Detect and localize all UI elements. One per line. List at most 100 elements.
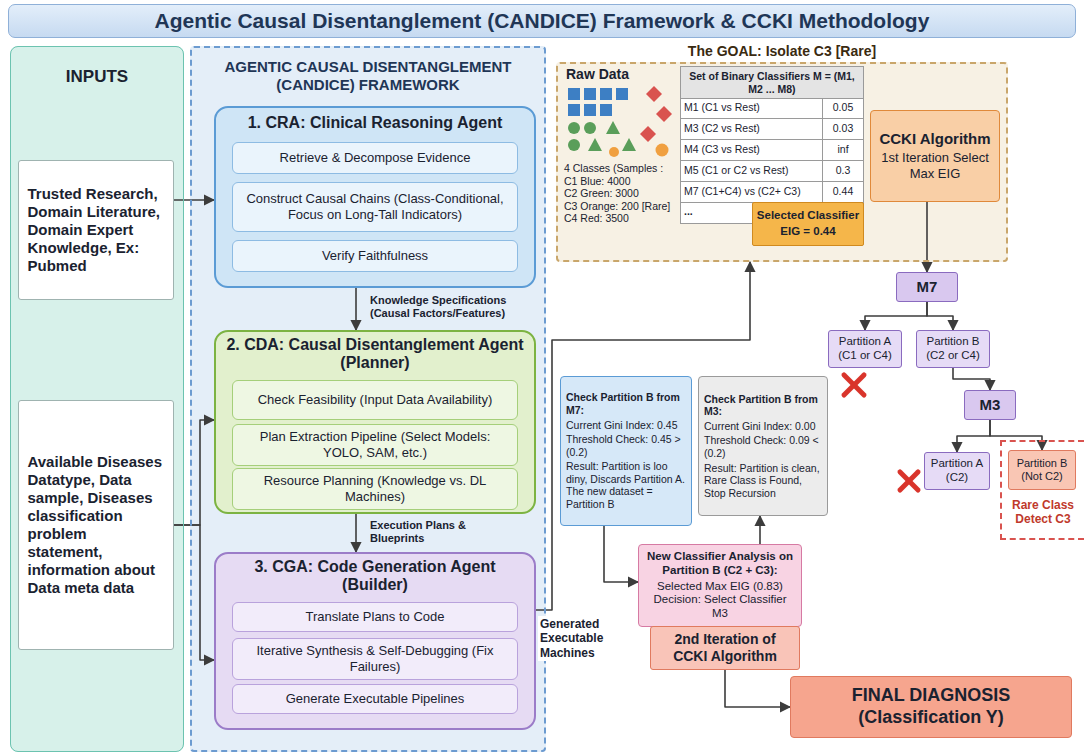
node-text: 1st Iteration Select Max EIG bbox=[877, 150, 993, 181]
iteration-box: 2nd Iteration of CCKI Algorithm bbox=[650, 626, 800, 670]
node-text: Selected Max EIG (0.83) Decision: Select… bbox=[645, 580, 795, 621]
connector-arrow bbox=[174, 420, 215, 525]
node-text: Check Partition B from M7: bbox=[566, 391, 686, 416]
heading: 3. CGA: Code Generation Agent (Builder) bbox=[224, 558, 526, 595]
node-text: Partition B (C2 or C4) bbox=[920, 335, 986, 363]
heading: Rare Class Detect C3 bbox=[1006, 498, 1080, 527]
table-cell: M3 (C2 vs Rest) bbox=[684, 122, 821, 135]
class-count: C1 Blue: 4000 bbox=[564, 175, 676, 188]
node-text: Check Feasibility (Input Data Availabili… bbox=[258, 392, 493, 408]
table-cell: M4 (C3 vs Rest) bbox=[684, 143, 821, 156]
connector-arrow bbox=[174, 199, 215, 201]
panel-fill bbox=[10, 46, 184, 752]
class-count: 4 Classes (Samples : bbox=[564, 162, 676, 175]
class-count: C2 Green: 3000 bbox=[564, 187, 676, 200]
class-count: C3 Orange: 200 [Rare] bbox=[564, 200, 676, 213]
node-text: Result: Partition is loo diny, Discards … bbox=[566, 460, 686, 510]
analysis-box: New Classifier Analysis on Partition B (… bbox=[638, 544, 802, 627]
connector-arrow bbox=[355, 288, 357, 330]
connector-arrow bbox=[174, 525, 215, 660]
connector-label: Generated Executable Machines bbox=[538, 616, 632, 661]
heading: 2. CDA: Causal Disentanglement Agent (Pl… bbox=[224, 336, 526, 373]
table-cell: ... bbox=[684, 205, 744, 218]
panel-fill bbox=[190, 46, 546, 752]
connector-arrow bbox=[725, 670, 790, 707]
classifier-node: M7 bbox=[896, 272, 958, 302]
step-box: Resource Planning (Knowledge vs. DL Mach… bbox=[232, 468, 518, 510]
heading: INPUTS bbox=[17, 67, 177, 87]
connector-label: Knowledge Specifications (Causal Factors… bbox=[368, 293, 536, 321]
class-count: C4 Red: 3500 bbox=[564, 212, 676, 225]
node-text: Verify Faithfulness bbox=[322, 248, 428, 264]
step-box: Translate Plans to Code bbox=[232, 602, 518, 632]
node-text: EIG = 0.44 bbox=[780, 225, 835, 239]
framework-panel: AGENTIC CAUSAL DISENTANGLEMENT (CANDICE)… bbox=[190, 46, 546, 752]
partition-box: Partition A (C2) bbox=[924, 452, 990, 490]
table-cell: M7 (C1+C4) vs (C2+ C3) bbox=[684, 185, 821, 198]
node-text: M7 bbox=[917, 278, 938, 296]
algorithm-box: CCKI Algorithm1st Iteration Select Max E… bbox=[870, 110, 1000, 202]
node-text: FINAL DIAGNOSIS (Classification Y) bbox=[799, 685, 1063, 728]
title-bar: Agentic Causal Disentanglement (CANDICE)… bbox=[8, 4, 1076, 38]
node-text: M3 bbox=[980, 396, 1001, 414]
class-list: 4 Classes (Samples :C1 Blue: 4000C2 Gree… bbox=[564, 162, 676, 225]
node-text: Trusted Research, Domain Literature, Dom… bbox=[28, 185, 164, 275]
node-text: Threshold Check: 0.45 > (0.2) bbox=[566, 433, 686, 458]
node-text: Threshold Check: 0.09 < (0.2) bbox=[704, 434, 822, 459]
step-box: Iterative Synthesis & Self-Debugging (Fi… bbox=[232, 638, 518, 680]
node-text: Retrieve & Decompose Evidence bbox=[280, 150, 471, 166]
classifier-node: M3 bbox=[964, 390, 1016, 420]
node-text: Available Diseases Datatype, Data sample… bbox=[28, 453, 164, 597]
input-box: Trusted Research, Domain Literature, Dom… bbox=[18, 160, 174, 300]
raw-data-samples bbox=[568, 86, 672, 157]
connector-arrow bbox=[355, 514, 357, 552]
table-cell: M1 (C1 vs Rest) bbox=[684, 101, 821, 114]
node-text: Check Partition B from M3: bbox=[704, 393, 822, 418]
table-cell: M5 (C1 or C2 vs Rest) bbox=[684, 164, 821, 177]
connector-arrow bbox=[927, 302, 953, 330]
step-box: Construct Causal Chains (Class-Condition… bbox=[232, 182, 518, 232]
node-text: Partition B (Not C2) bbox=[1012, 457, 1072, 483]
node-text: Current Gini Index: 0.45 bbox=[566, 419, 686, 432]
node-text: Construct Causal Chains (Class-Condition… bbox=[239, 191, 511, 222]
node-text: Generate Executable Pipelines bbox=[286, 691, 465, 707]
check-box: Check Partition B from M7: Current Gini I… bbox=[560, 376, 692, 526]
heading: The GOAL: Isolate C3 [Rare] bbox=[558, 43, 1006, 60]
connector-arrow bbox=[759, 516, 761, 544]
heading: Set of Binary Classifiers M = (M1, M2 ..… bbox=[681, 67, 863, 99]
agent-box: 3. CGA: Code Generation Agent (Builder) T… bbox=[214, 552, 536, 730]
node-text: Resource Planning (Knowledge vs. DL Mach… bbox=[239, 473, 511, 504]
node-text: Plan Extraction Pipeline (Select Models:… bbox=[239, 429, 511, 460]
title: Agentic Causal Disentanglement (CANDICE)… bbox=[155, 9, 930, 33]
agent-box: 2. CDA: Causal Disentanglement Agent (Pl… bbox=[214, 330, 536, 514]
panel-fill bbox=[556, 62, 1008, 262]
rejection-cross bbox=[844, 375, 918, 490]
rare-class-frame: Rare Class Detect C3 Partition B (Not C2) bbox=[1000, 440, 1084, 540]
partition-box: Partition A (C1 or C4) bbox=[828, 330, 902, 368]
connector-label: Execution Plans & Blueprints bbox=[368, 518, 518, 546]
table-cell: inf bbox=[823, 143, 863, 156]
partition-box: Partition B (Not C2) bbox=[1008, 450, 1076, 490]
step-box: Verify Faithfulness bbox=[232, 240, 518, 272]
inputs-panel: INPUTS Trusted Research, Domain Literatur… bbox=[10, 46, 184, 752]
step-box: Check Feasibility (Input Data Availabili… bbox=[232, 380, 518, 420]
node-text: Result: Partition is clean, Rare Class i… bbox=[704, 462, 822, 500]
node-text: Partition A (C1 or C4) bbox=[832, 335, 898, 363]
connector-arrow bbox=[953, 368, 990, 390]
node-text: New Classifier Analysis on Partition B (… bbox=[645, 550, 795, 578]
connector-arrow bbox=[865, 302, 927, 330]
node-text: Iterative Synthesis & Self-Debugging (Fi… bbox=[239, 643, 511, 674]
agent-box: 1. CRA: Clinical Reasoning AgentRetrieve… bbox=[214, 106, 536, 288]
step-box: Retrieve & Decompose Evidence bbox=[232, 142, 518, 174]
step-box: Generate Executable Pipelines bbox=[232, 684, 518, 714]
step-box: Plan Extraction Pipeline (Select Models:… bbox=[232, 424, 518, 466]
partition-box: Partition B (C2 or C4) bbox=[916, 330, 990, 368]
connector-arrow bbox=[604, 526, 638, 582]
table-cell: 0.3 bbox=[823, 164, 863, 177]
raw-data-title: Raw Data bbox=[566, 66, 666, 83]
selected-cell: Selected ClassifierEIG = 0.44 bbox=[752, 202, 864, 246]
diagnosis-box: FINAL DIAGNOSIS (Classification Y) bbox=[790, 676, 1072, 738]
check-box: Check Partition B from M3:Current Gini I… bbox=[698, 376, 828, 516]
